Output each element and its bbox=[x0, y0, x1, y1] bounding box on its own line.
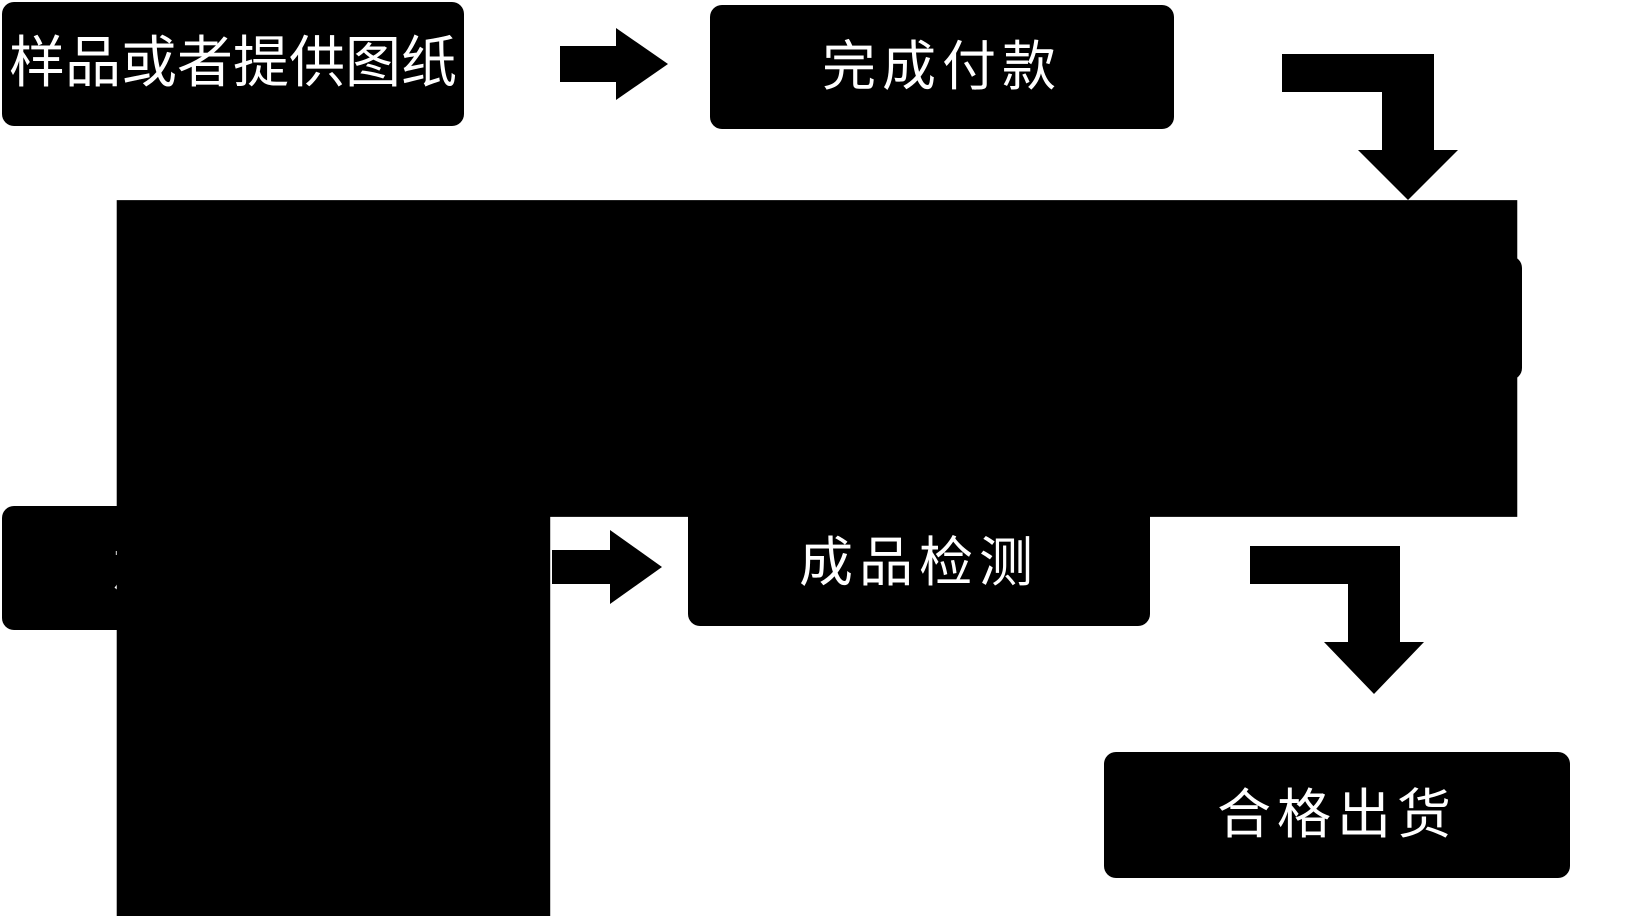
arrow-right-icon bbox=[552, 530, 662, 604]
arrow-right-icon bbox=[560, 28, 668, 100]
flow-node-shipment[interactable]: 合格出货 bbox=[1104, 752, 1570, 878]
arrow-elbow-right-down-icon bbox=[1282, 54, 1458, 200]
arrow-elbow-right-down-icon bbox=[1250, 546, 1424, 694]
flow-node-payment-label: 完成付款 bbox=[822, 35, 1062, 99]
flow-node-inspection[interactable]: 成品检测 bbox=[688, 500, 1150, 626]
flow-node-payment[interactable]: 完成付款 bbox=[710, 5, 1174, 129]
flow-node-shipment-label: 合格出货 bbox=[1217, 783, 1457, 847]
flow-node-sample-label: 样品或者提供图纸 bbox=[9, 31, 457, 97]
flow-node-inspection-label: 成品检测 bbox=[799, 531, 1039, 595]
flow-node-sample[interactable]: 样品或者提供图纸 bbox=[2, 2, 464, 126]
